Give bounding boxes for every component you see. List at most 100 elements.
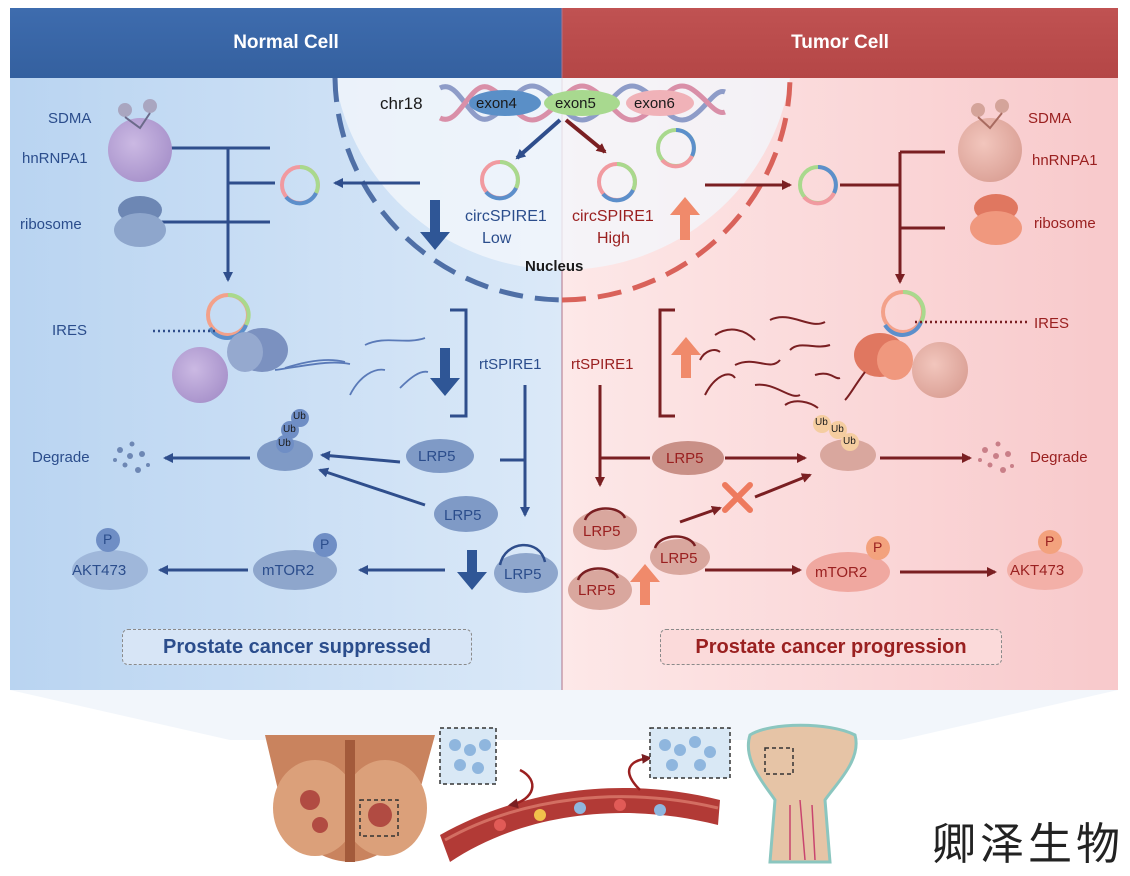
degrade-label-normal: Degrade (32, 449, 90, 466)
lrp5-label-tumor-c: LRP5 (660, 550, 698, 567)
ires-label-tumor: IRES (1034, 315, 1070, 332)
lrp5-label-tumor-a: LRP5 (666, 450, 704, 467)
metastatic-cell-cluster (659, 736, 716, 771)
rtspire-bracket-normal (450, 308, 468, 418)
chromosome-label: chr18 (380, 94, 423, 113)
exon5-shape (544, 90, 620, 116)
ub-label-tumor-1: Ub (815, 417, 828, 428)
lrp5-protein-tumor-a (652, 441, 724, 475)
prostate-illustration (265, 735, 435, 862)
result-normal: Prostate cancer suppressed (122, 629, 472, 665)
phospho-icon (313, 533, 337, 557)
bracket-tumor-factors (898, 150, 945, 280)
up-arrow-icon (630, 564, 660, 605)
translation-complex-normal (172, 328, 351, 403)
ub-label-normal-2: Ub (283, 424, 296, 435)
lrp5-label-tumor-d: LRP5 (578, 582, 616, 599)
translation-complex-tumor (844, 333, 968, 401)
circ-high-name: circSPIRE1 (572, 208, 654, 225)
circ-high-level: High (597, 230, 630, 247)
exon5-label: exon5 (555, 95, 596, 112)
rtspire1-label-tumor: rtSPIRE1 (571, 356, 634, 373)
rna-fragments-normal (284, 337, 429, 396)
ires-label-normal: IRES (52, 322, 88, 339)
phospho-icon (1038, 530, 1062, 554)
ribosome-tumor (970, 194, 1022, 245)
membrane-loop-tumor (583, 507, 627, 521)
result-tumor: Prostate cancer progression (660, 629, 1002, 665)
nucleus-region (335, 78, 790, 270)
sdma-label-tumor: SDMA (1028, 110, 1072, 127)
tumor-zoom-box (439, 727, 497, 785)
down-arrow-icon (430, 348, 460, 396)
akt473-label-tumor: AKT473 (1010, 562, 1065, 579)
circrna-ring-icon (597, 162, 637, 203)
membrane-loop-normal (498, 543, 547, 566)
rtspire1-label-normal: rtSPIRE1 (479, 356, 542, 373)
lrp5-label-normal-c: LRP5 (504, 566, 542, 583)
circrna-ring-icon (881, 289, 926, 337)
watermark-text: 卿泽生物 (932, 819, 1124, 870)
circ-low-level: Low (482, 230, 512, 247)
ub-complex-tumor (813, 415, 876, 471)
nucleus-membrane-left (332, 77, 563, 303)
blood-vessel (440, 787, 720, 862)
arrow-to-circ-low (515, 118, 562, 160)
akt-protein-tumor (1007, 550, 1083, 590)
ub-complex-normal (257, 409, 313, 471)
normal-cell-header: Normal Cell (233, 32, 339, 53)
sdma-label-normal: SDMA (48, 110, 92, 127)
nucleus-label: Nucleus (525, 258, 584, 275)
exon4-shape (469, 90, 541, 116)
lrp5-protein-tumor-b (573, 510, 637, 550)
ub-label-normal-3: Ub (278, 438, 291, 449)
lrp5-label-normal-b: LRP5 (444, 507, 482, 524)
phospho-label-normal-akt: P (103, 531, 113, 547)
ribosome-label-normal: ribosome (20, 216, 82, 233)
sdma-hnrnpa1-blob-normal (108, 99, 172, 182)
arrow-to-circ-high (564, 118, 607, 154)
phospho-icon (96, 528, 120, 552)
degrade-dots-tumor (978, 441, 1014, 473)
phospho-label-tumor-mtor: P (873, 539, 883, 555)
lrp5-label-normal-a: LRP5 (418, 448, 456, 465)
zoom-fan (10, 690, 1118, 740)
arrow-lrp5-ub-normal (320, 450, 401, 464)
phospho-label-tumor-akt: P (1045, 533, 1055, 549)
hnrnpa1-label-tumor: hnRNPA1 (1032, 152, 1098, 169)
sdma-hnrnpa1-blob-tumor (958, 99, 1022, 182)
circrna-ring-icon (798, 165, 838, 206)
block-cross-icon (722, 482, 753, 513)
lrp5-protein-normal-a (406, 439, 474, 473)
dna-helix (438, 83, 726, 123)
ub-label-tumor-3: Ub (843, 436, 856, 447)
lrp5-protein-tumor-c (650, 539, 710, 575)
arrow-lrp5b-ub-normal (318, 467, 426, 507)
down-arrow-icon (420, 200, 450, 250)
normal-header-bar (10, 8, 562, 78)
membrane-loop-tumor (653, 535, 697, 549)
ub-label-tumor-2: Ub (831, 424, 844, 435)
rtspire-bracket-tumor (658, 308, 675, 418)
degrade-label-tumor: Degrade (1030, 449, 1088, 466)
arrow-lrp5-blocked-a (679, 505, 722, 524)
lrp5-protein-normal-b (434, 496, 498, 532)
mtor2-label-tumor: mTOR2 (815, 564, 868, 581)
bone-illustration (746, 723, 858, 864)
circrna-ring-icon (480, 160, 520, 201)
ribosome-label-tumor: ribosome (1034, 215, 1096, 232)
ub-label-normal-1: Ub (293, 411, 306, 422)
bone-zoom-box (649, 727, 731, 779)
mtor2-protein-normal (253, 550, 337, 590)
exon6-shape (626, 90, 694, 116)
tumor-cell-header: Tumor Cell (791, 32, 889, 53)
akt473-label-normal: AKT473 (72, 562, 127, 579)
lrp5-label-tumor-b: LRP5 (583, 523, 621, 540)
ribosome-normal (114, 196, 166, 247)
nucleus-membrane-right (561, 77, 793, 303)
circ-low-name: circSPIRE1 (465, 208, 547, 225)
lrp5-protein-normal-c (494, 553, 558, 593)
phospho-icon (866, 536, 890, 560)
